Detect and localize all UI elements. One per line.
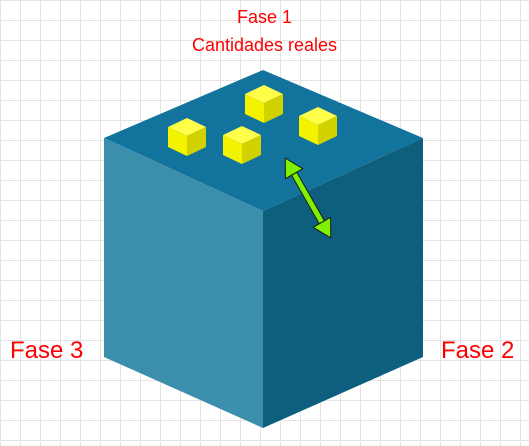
- cube-left-face: [104, 138, 263, 428]
- phase-1-label: Fase 1: [236, 7, 293, 27]
- small-cube: [299, 107, 337, 145]
- phase-1-subtitle: Cantidades reales: [191, 35, 338, 55]
- small-cube: [223, 126, 261, 164]
- small-cube: [168, 118, 206, 156]
- main-cube: [104, 70, 423, 428]
- double-arrow: [284, 157, 332, 239]
- small-cube: [245, 85, 283, 123]
- phase-2-label: Fase 2: [441, 337, 515, 364]
- cube-top-face: [104, 70, 423, 211]
- cube-right-face: [263, 138, 423, 428]
- phase-3-label: Fase 3: [10, 337, 84, 364]
